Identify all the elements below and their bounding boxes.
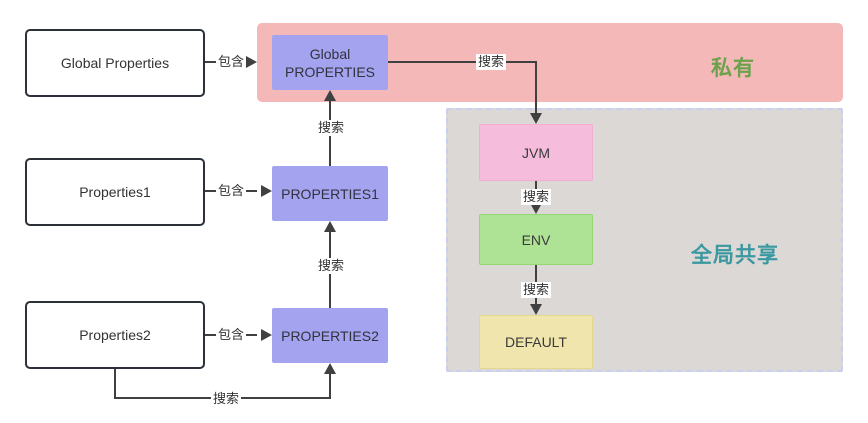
edge-search-props2-down-line: [114, 369, 116, 399]
edge-contains-1-arrowhead: [261, 185, 272, 197]
default-node-label: DEFAULT: [505, 334, 567, 350]
source-node-global-properties: Global Properties: [25, 29, 205, 97]
edge-label-contains: 包含: [215, 183, 247, 199]
source-node-label: Global Properties: [60, 55, 170, 71]
store-node-label: PROPERTIES2: [281, 327, 379, 344]
edge-label-contains: 包含: [215, 327, 247, 343]
jvm-node-label: JVM: [522, 144, 550, 161]
source-node-label: Properties1: [79, 184, 151, 200]
edge-label-search: 搜索: [520, 282, 552, 298]
default-node: DEFAULT: [479, 315, 593, 369]
edge-search-props2-arrowhead: [324, 363, 336, 374]
store-node-properties2: PROPERTIES2: [272, 308, 388, 363]
edge-label-search: 搜索: [520, 189, 552, 205]
edge-search-p2-to-p1-arrowhead: [324, 221, 336, 232]
edge-label-search: 搜索: [210, 391, 242, 407]
source-node-label: Properties2: [79, 327, 151, 343]
private-region-title: 私有: [711, 57, 755, 80]
edge-label-search: 搜索: [315, 258, 347, 274]
store-node-global-properties: Global PROPERTIES: [272, 35, 388, 90]
store-node-label-line2: PROPERTIES: [285, 63, 375, 80]
store-node-properties1: PROPERTIES1: [272, 166, 388, 221]
edge-contains-global-arrowhead: [246, 56, 257, 68]
store-node-label: PROPERTIES1: [281, 185, 379, 202]
jvm-node: JVM: [479, 124, 593, 181]
edge-label-contains: 包含: [215, 54, 247, 70]
env-node-label: ENV: [521, 231, 551, 248]
edge-contains-2-arrowhead: [261, 329, 272, 341]
store-node-label-line1: Global: [309, 45, 351, 62]
source-node-properties1: Properties1: [25, 158, 205, 226]
source-node-properties2: Properties2: [25, 301, 205, 369]
edge-search-jvm-to-env-arrowhead: [530, 203, 542, 214]
edge-search-props2-up-line: [329, 373, 331, 399]
shared-region-title: 全局共享: [691, 244, 779, 267]
edge-search-global-to-jvm-hline: [388, 61, 537, 63]
edge-search-p1-to-global-arrowhead: [324, 90, 336, 101]
edge-search-global-to-jvm-vline: [535, 61, 537, 114]
edge-search-env-to-default-arrowhead: [530, 304, 542, 315]
edge-label-search: 搜索: [475, 54, 507, 70]
edge-label-search: 搜索: [315, 120, 347, 136]
edge-search-global-to-jvm-arrowhead: [530, 113, 542, 124]
env-node: ENV: [479, 214, 593, 265]
